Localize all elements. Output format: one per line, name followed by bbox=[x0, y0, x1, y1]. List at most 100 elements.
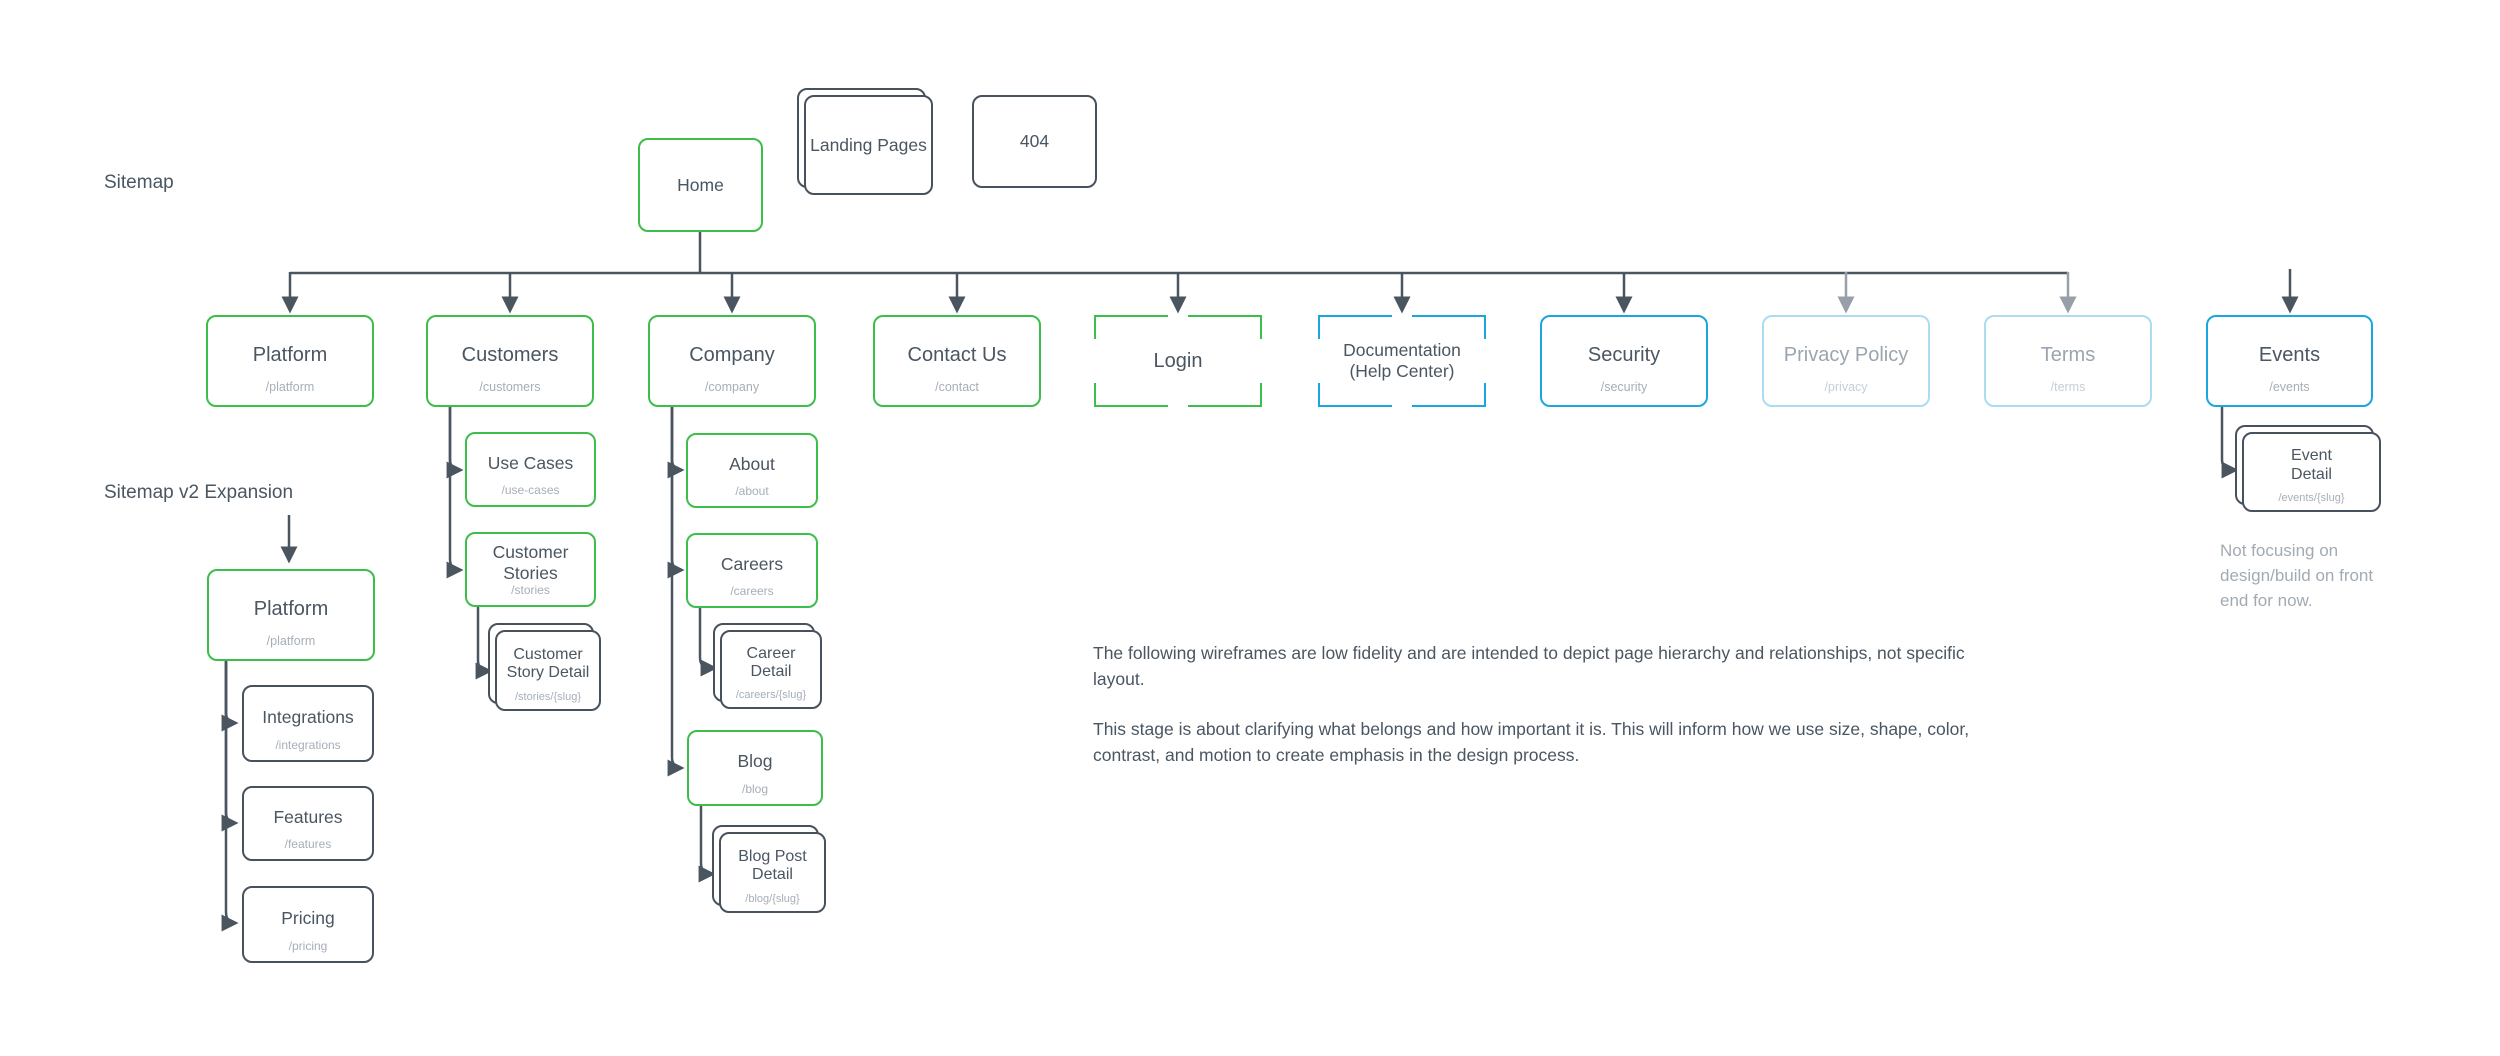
node-slug: /about bbox=[735, 484, 769, 498]
node-body: Customer Story Detail/stories/{slug} bbox=[495, 630, 601, 711]
bracket-corner bbox=[1094, 383, 1168, 407]
edge-company-blog bbox=[667, 406, 685, 777]
node-slug: /platform bbox=[265, 380, 315, 394]
node-label: Blog bbox=[737, 751, 773, 771]
node-careers[interactable]: Careers/careers bbox=[686, 533, 818, 608]
node-label: Pricing bbox=[281, 907, 335, 928]
node-platform-v2[interactable]: Platform/platform bbox=[207, 569, 375, 661]
node-career-detail[interactable]: Career Detail/careers/{slug} bbox=[713, 623, 822, 709]
events-note: Not focusing on design/build on front en… bbox=[2220, 541, 2374, 610]
edge-customers-stories bbox=[446, 406, 464, 579]
wireframes-paragraph: The following wireframes are low fidelit… bbox=[1093, 643, 1965, 689]
node-terms[interactable]: Terms/terms bbox=[1984, 315, 2152, 407]
node-label: Privacy Policy bbox=[1783, 343, 1909, 366]
node-label: Customers bbox=[461, 343, 559, 366]
node-slug: /terms bbox=[2050, 380, 2086, 394]
node-slug: /pricing bbox=[288, 939, 328, 953]
bracket-corner bbox=[1318, 383, 1392, 407]
node-label: Event Detail bbox=[2291, 447, 2332, 483]
node-slug: /company bbox=[704, 380, 760, 394]
node-privacy-policy[interactable]: Privacy Policy/privacy bbox=[1762, 315, 1930, 407]
bracket-corner bbox=[1188, 315, 1262, 339]
node-contact-us[interactable]: Contact Us/contact bbox=[873, 315, 1041, 407]
node-slug: /customers bbox=[479, 380, 541, 394]
node-label: Career Detail bbox=[746, 644, 796, 680]
node-label: Blog Post Detail bbox=[738, 847, 807, 883]
bracket-corner bbox=[1412, 383, 1486, 407]
node-label: Events bbox=[2258, 343, 2321, 366]
node-slug: /blog bbox=[741, 782, 769, 796]
stage-paragraph: This stage is about clarifying what belo… bbox=[1093, 719, 1970, 765]
node-use-cases[interactable]: Use Cases/use-cases bbox=[465, 432, 596, 507]
node-label: Contact Us bbox=[907, 343, 1007, 366]
node-documentation[interactable]: Documentation (Help Center) bbox=[1318, 315, 1486, 407]
edge-careers-detail bbox=[698, 606, 718, 677]
edge-v2-features bbox=[221, 660, 239, 832]
edge-v2-integrations bbox=[221, 660, 239, 732]
node-404[interactable]: 404 bbox=[972, 95, 1097, 188]
edge-company-about bbox=[667, 406, 685, 479]
node-label: Documentation (Help Center) bbox=[1343, 340, 1461, 381]
node-label: Customer Stories bbox=[492, 542, 569, 583]
node-customer-story-detail[interactable]: Customer Story Detail/stories/{slug} bbox=[488, 623, 601, 711]
node-label: About bbox=[729, 453, 775, 474]
node-label: 404 bbox=[1019, 131, 1050, 151]
node-label: Security bbox=[1587, 343, 1661, 366]
node-slug: /events/{slug} bbox=[2278, 492, 2345, 504]
node-label: Careers bbox=[720, 553, 784, 574]
node-security[interactable]: Security/security bbox=[1540, 315, 1708, 407]
bracket-corner bbox=[1412, 315, 1486, 339]
node-slug: /careers bbox=[730, 584, 774, 598]
node-slug: /security bbox=[1600, 380, 1648, 394]
node-label: Customer Story Detail bbox=[506, 645, 590, 681]
edge-blog-detail bbox=[698, 805, 716, 883]
node-body: Landing Pages bbox=[804, 95, 933, 195]
node-home[interactable]: Home bbox=[638, 138, 763, 232]
node-slug: /stories bbox=[511, 583, 550, 597]
node-label: Company bbox=[689, 343, 775, 366]
node-slug: /features bbox=[284, 837, 332, 851]
node-company[interactable]: Company/company bbox=[648, 315, 816, 407]
node-landing-pages[interactable]: Landing Pages bbox=[797, 88, 933, 195]
node-label: Home bbox=[677, 174, 724, 195]
node-features[interactable]: Features/features bbox=[242, 786, 374, 861]
sitemap-v2-section-label: Sitemap v2 Expansion bbox=[104, 482, 294, 503]
node-slug: /blog/{slug} bbox=[745, 893, 800, 905]
node-label: Platform bbox=[253, 597, 329, 620]
node-label: Features bbox=[273, 806, 343, 827]
node-platform[interactable]: Platform/platform bbox=[206, 315, 374, 407]
node-customers[interactable]: Customers/customers bbox=[426, 315, 594, 407]
node-blog-post-detail[interactable]: Blog Post Detail/blog/{slug} bbox=[712, 825, 826, 913]
node-label: Platform bbox=[252, 343, 328, 366]
bracket-corner bbox=[1318, 315, 1392, 339]
node-slug: /events bbox=[2269, 380, 2310, 394]
edge-customers-use-cases bbox=[446, 406, 464, 479]
node-slug: /careers/{slug} bbox=[735, 689, 807, 701]
node-body: Blog Post Detail/blog/{slug} bbox=[719, 832, 826, 913]
bracket-corner bbox=[1094, 315, 1168, 339]
node-event-detail[interactable]: Event Detail/events/{slug} bbox=[2235, 425, 2381, 512]
node-customer-stories[interactable]: Customer Stories/stories bbox=[465, 532, 596, 607]
node-blog[interactable]: Blog/blog bbox=[687, 730, 823, 806]
node-label: Integrations bbox=[262, 706, 354, 727]
edge-company-careers bbox=[667, 406, 685, 579]
node-about[interactable]: About/about bbox=[686, 433, 818, 508]
node-label: Use Cases bbox=[487, 452, 574, 473]
node-body: Event Detail/events/{slug} bbox=[2242, 432, 2381, 512]
node-body: Career Detail/careers/{slug} bbox=[720, 630, 822, 709]
node-pricing[interactable]: Pricing/pricing bbox=[242, 886, 374, 963]
node-integrations[interactable]: Integrations/integrations bbox=[242, 685, 374, 762]
node-slug: /integrations bbox=[275, 738, 341, 752]
node-slug: /stories/{slug} bbox=[514, 691, 582, 703]
edge-v2-pricing bbox=[221, 660, 239, 932]
node-label: Terms bbox=[2040, 343, 2096, 366]
node-login[interactable]: Login bbox=[1094, 315, 1262, 407]
node-slug: /privacy bbox=[1824, 380, 1868, 394]
node-events[interactable]: Events/events bbox=[2206, 315, 2373, 407]
node-label: Landing Pages bbox=[810, 134, 927, 155]
edge-events-detail bbox=[2220, 406, 2239, 479]
node-slug: /contact bbox=[935, 380, 979, 394]
bracket-corner bbox=[1188, 383, 1262, 407]
